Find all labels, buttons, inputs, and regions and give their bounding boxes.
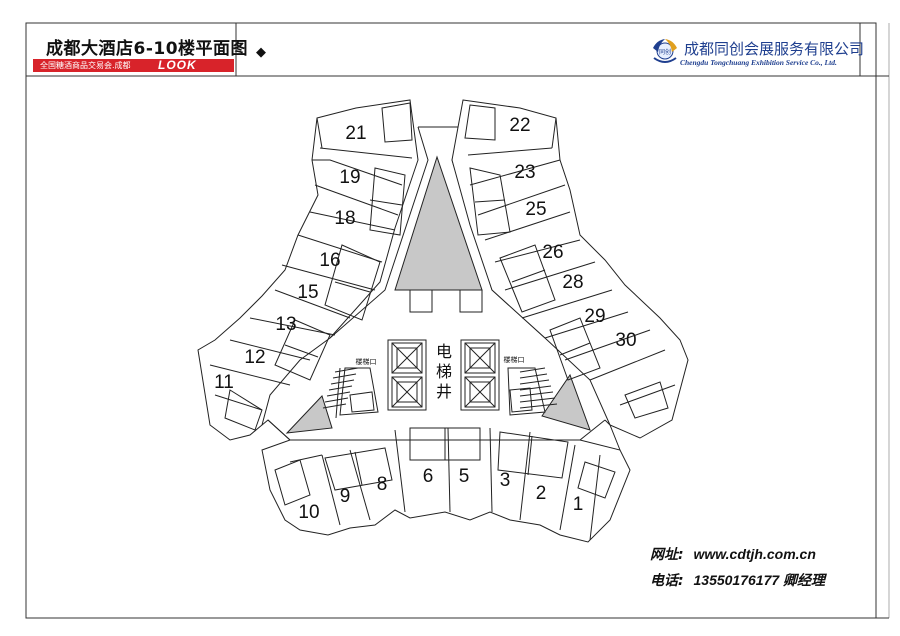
- shaded-area-right: [541, 373, 591, 431]
- room-25: 26: [542, 242, 563, 263]
- room-26: 28: [562, 272, 583, 293]
- room-6: 6: [423, 466, 434, 487]
- shaded-area-left: [285, 395, 333, 434]
- website-link[interactable]: www.cdtjh.com.cn: [693, 546, 816, 562]
- room-11: 11: [214, 372, 234, 393]
- phone-line: 电话: 13550176177 卿经理: [650, 570, 825, 590]
- elevator-char-1: 电: [436, 342, 452, 361]
- phone-value: 13550176177 卿经理: [693, 572, 826, 588]
- elevator-char-2: 梯: [436, 362, 452, 381]
- room-2: 2: [536, 483, 547, 504]
- room-23: 25: [525, 199, 546, 220]
- room-28: 29: [584, 306, 605, 327]
- shaded-area-top: [394, 155, 483, 291]
- elevator-char-3: 井: [436, 382, 452, 401]
- website-line: 网址: www.cdtjh.com.cn: [650, 544, 816, 564]
- room-10: 10: [298, 502, 319, 523]
- subtitle-banner: [33, 59, 234, 72]
- company-name: 成都同创会展服务有限公司: [684, 40, 865, 58]
- room-9: 9: [340, 486, 351, 507]
- subtitle-text: 全国糖酒商品交易会.成都: [40, 61, 131, 70]
- room-13: 13: [275, 314, 296, 335]
- logo-text: 同创: [659, 48, 671, 56]
- room-15: 15: [297, 282, 318, 303]
- room-18: 18: [334, 208, 355, 229]
- look-logo: LOOK: [158, 58, 197, 72]
- stairs-left: [322, 367, 379, 419]
- stairs-right: [507, 367, 558, 416]
- stair-label-left: 楼梯口: [356, 357, 377, 366]
- company-logo-icon: 同创: [653, 39, 677, 63]
- room-5: 5: [459, 466, 470, 487]
- diamond-icon: ◆: [256, 44, 266, 59]
- room-1: 1: [573, 494, 584, 515]
- room-16: 16: [319, 250, 340, 271]
- room-12: 12: [244, 347, 265, 368]
- room-21: 22: [509, 115, 530, 136]
- company-name-en: Chengdu Tongchuang Exhibition Service Co…: [680, 58, 837, 67]
- room-8: 8: [377, 474, 388, 495]
- room-3: 3: [500, 470, 511, 491]
- room-29: 30: [615, 330, 636, 351]
- room-22: 23: [514, 162, 535, 183]
- page-title: 成都大酒店6-10楼平面图: [46, 39, 249, 59]
- elevator-right: [460, 339, 500, 411]
- room-20: 21: [345, 123, 366, 144]
- phone-label: 电话:: [650, 573, 684, 589]
- stair-label-right: 楼梯口: [504, 355, 525, 364]
- room-19: 19: [339, 167, 360, 188]
- elevator-left: [387, 339, 427, 411]
- website-label: 网址:: [650, 547, 684, 563]
